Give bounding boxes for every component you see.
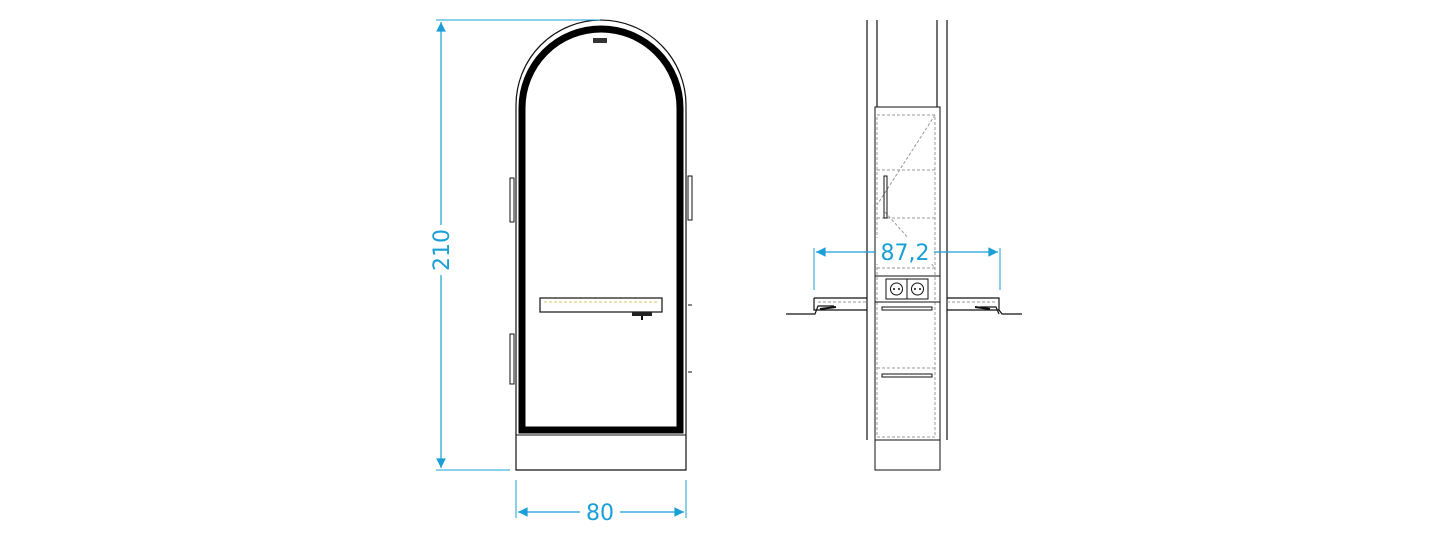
depth-label: 87,2 (881, 241, 930, 266)
top-light (593, 38, 607, 43)
side-handle (883, 175, 888, 219)
drawer-handle (881, 306, 933, 311)
socket-panel (874, 275, 941, 303)
handle-right-top (687, 175, 693, 221)
height-dimension: 210 (428, 19, 600, 471)
front-view (509, 19, 693, 471)
base (874, 439, 941, 471)
shelf-left (786, 297, 867, 315)
handle-left-bottom (509, 333, 515, 385)
shelf-right (947, 297, 1022, 315)
handle-left-top (509, 177, 515, 223)
width-dimension: 80 (515, 480, 687, 526)
shelf (539, 297, 663, 313)
depth-dimension: 87,2 (813, 238, 1001, 290)
height-label: 210 (430, 229, 455, 271)
cabinet-outline (515, 19, 687, 471)
width-label: 80 (586, 501, 614, 526)
socket-icon (885, 278, 908, 300)
drawer-handle (881, 373, 933, 378)
socket-icon (906, 278, 929, 300)
mirror-frame (518, 25, 684, 434)
shelf-bracket (632, 312, 652, 316)
